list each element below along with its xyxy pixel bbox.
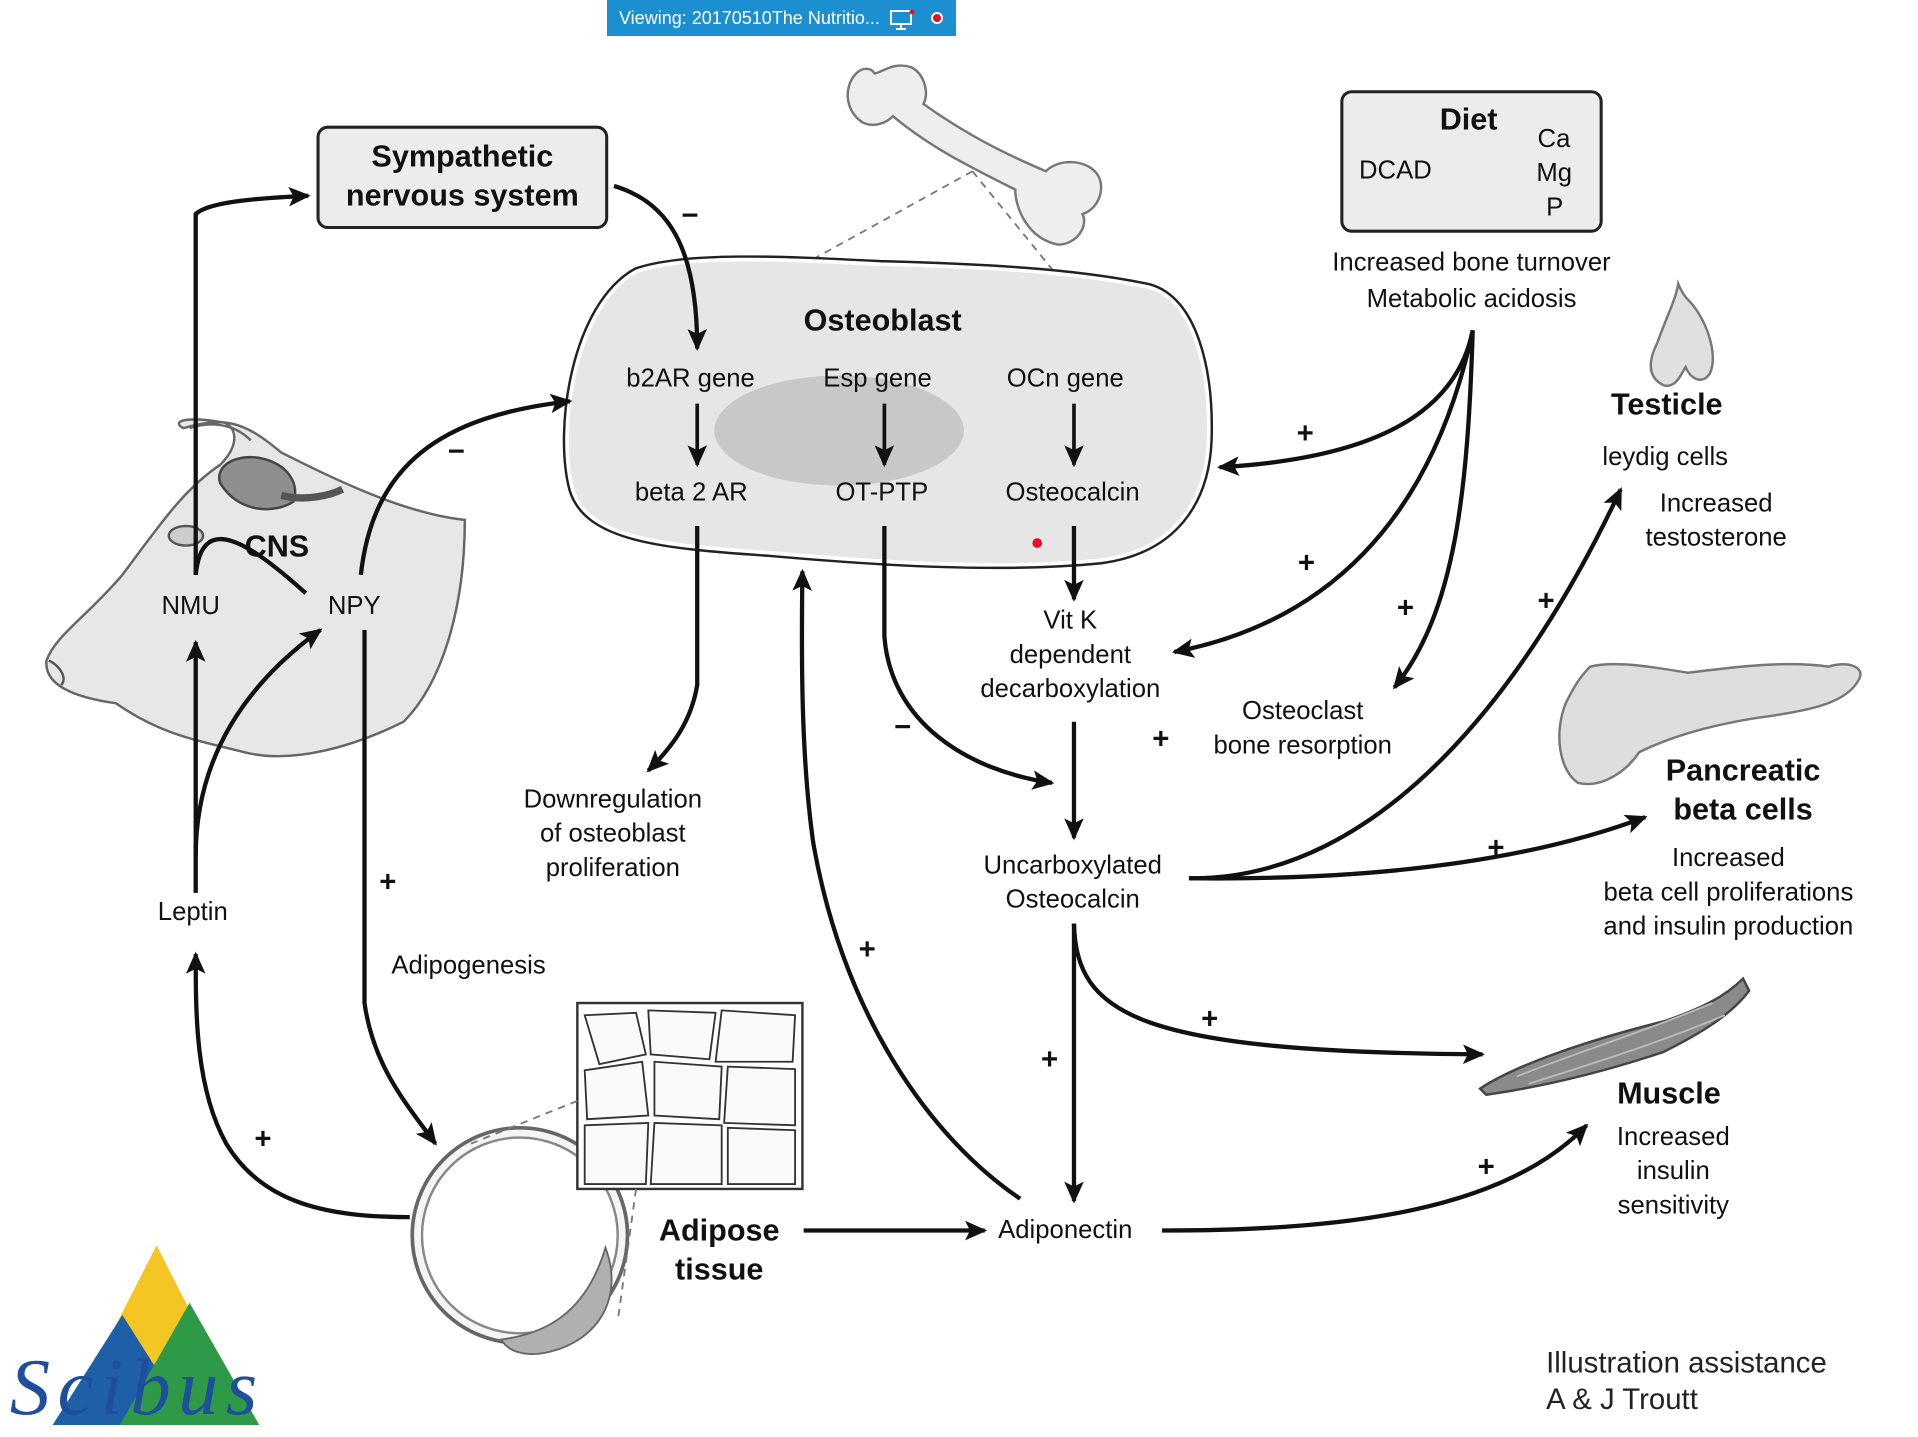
muscle-effect-3: sensitivity bbox=[1617, 1191, 1730, 1220]
testicle-title: Testicle bbox=[1610, 387, 1723, 423]
viewer-title: Viewing: 20170510The Nutritio... bbox=[619, 8, 880, 28]
muscle-effect-1: Increased bbox=[1616, 1122, 1730, 1152]
adiponectin-label: Adiponectin bbox=[998, 1215, 1133, 1244]
pancreas-title-2: beta cells bbox=[1673, 792, 1813, 827]
plus-sign: + bbox=[1296, 417, 1314, 451]
product-ot-ptp: OT-PTP bbox=[835, 478, 929, 507]
uncarboxylated-1: Uncarboxylated bbox=[983, 851, 1162, 880]
osteoclast-1: Osteoclast bbox=[1242, 697, 1364, 726]
vitk-3: decarboxylation bbox=[980, 675, 1161, 704]
diet-box bbox=[1340, 90, 1603, 233]
vitk-1: Vit K bbox=[1043, 606, 1098, 635]
testicle-effect-2: testosterone bbox=[1645, 523, 1787, 552]
pancreas-effect-1: Increased bbox=[1671, 844, 1785, 873]
plus-sign: + bbox=[1487, 831, 1505, 865]
diet-mg: Mg bbox=[1536, 159, 1573, 188]
plus-sign: + bbox=[1040, 1043, 1059, 1077]
sympathetic-box bbox=[316, 125, 609, 230]
plus-sign: + bbox=[1152, 722, 1170, 756]
downregulation-2: of osteoblast bbox=[539, 819, 686, 848]
pancreas-illustration bbox=[1558, 662, 1862, 786]
pancreas-effect-3: and insulin production bbox=[1603, 912, 1854, 941]
cns-label: CNS bbox=[244, 529, 310, 564]
testicle-effect-1: Increased bbox=[1659, 489, 1773, 518]
diet-title: Diet bbox=[1439, 102, 1498, 137]
osteoclast-2: bone resorption bbox=[1213, 731, 1392, 760]
npy-label: NPY bbox=[327, 592, 381, 621]
diet-effect-2: Metabolic acidosis bbox=[1366, 285, 1577, 314]
product-osteocalcin: Osteocalcin bbox=[1005, 478, 1140, 507]
adipose-label-2: tissue bbox=[675, 1252, 764, 1287]
minus-sign: − bbox=[894, 710, 912, 744]
minus-sign: − bbox=[681, 199, 699, 233]
plus-sign: + bbox=[1396, 592, 1415, 626]
monitor-icon[interactable] bbox=[889, 7, 915, 43]
gene-esp: Esp gene bbox=[823, 364, 932, 393]
diet-ca: Ca bbox=[1537, 124, 1571, 153]
pancreas-title-1: Pancreatic bbox=[1665, 753, 1821, 788]
muscle-illustration bbox=[1478, 976, 1751, 1097]
downregulation-1: Downregulation bbox=[523, 785, 703, 814]
credit-line-1: Illustration assistance bbox=[1546, 1346, 1827, 1380]
viewer-status-bar[interactable]: Viewing: 20170510The Nutritio... bbox=[607, 0, 956, 36]
plus-sign: + bbox=[1477, 1151, 1495, 1185]
diet-dcad: DCAD bbox=[1358, 156, 1432, 185]
record-dot-icon[interactable] bbox=[931, 12, 943, 24]
uncarboxylated-2: Osteocalcin bbox=[1005, 885, 1140, 914]
plus-sign: + bbox=[858, 933, 876, 967]
pancreas-effect-2: beta cell proliferations bbox=[1603, 878, 1854, 907]
plus-sign: + bbox=[1537, 584, 1555, 618]
muscle-effect-2: insulin bbox=[1636, 1157, 1710, 1186]
downregulation-3: proliferation bbox=[545, 853, 680, 882]
gene-b2ar: b2AR gene bbox=[626, 364, 755, 393]
muscle-title: Muscle bbox=[1617, 1076, 1721, 1111]
adipogenesis-label: Adipogenesis bbox=[391, 951, 546, 980]
vitk-2: dependent bbox=[1009, 640, 1132, 670]
gene-ocn: OCn gene bbox=[1006, 364, 1124, 393]
bone-illustration bbox=[794, 64, 1103, 270]
plus-sign: + bbox=[254, 1122, 272, 1156]
diet-effect-1: Increased bone turnover bbox=[1332, 248, 1611, 277]
sympathetic-label-2: nervous system bbox=[345, 178, 579, 213]
osteoblast-title: Osteoblast bbox=[803, 303, 962, 338]
adipose-illustration bbox=[410, 1001, 804, 1355]
credit-line-2: A & J Troutt bbox=[1546, 1383, 1698, 1417]
scibus-logo-mark bbox=[52, 1245, 260, 1426]
plus-sign: + bbox=[379, 866, 397, 900]
diet-p: P bbox=[1546, 193, 1564, 222]
product-beta2ar: beta 2 AR bbox=[634, 478, 748, 507]
testicle-illustration bbox=[1649, 278, 1715, 388]
minus-sign: − bbox=[447, 435, 465, 469]
sympathetic-label-1: Sympathetic bbox=[371, 139, 554, 174]
plus-sign: + bbox=[1297, 546, 1315, 580]
adipose-label-1: Adipose bbox=[658, 1213, 780, 1248]
plus-sign: + bbox=[1201, 1003, 1219, 1037]
leptin-label: Leptin bbox=[157, 897, 228, 926]
scibus-logo-text: Scibus bbox=[9, 1343, 265, 1433]
leydig-cells: leydig cells bbox=[1602, 442, 1729, 471]
nmu-label: NMU bbox=[161, 592, 220, 621]
